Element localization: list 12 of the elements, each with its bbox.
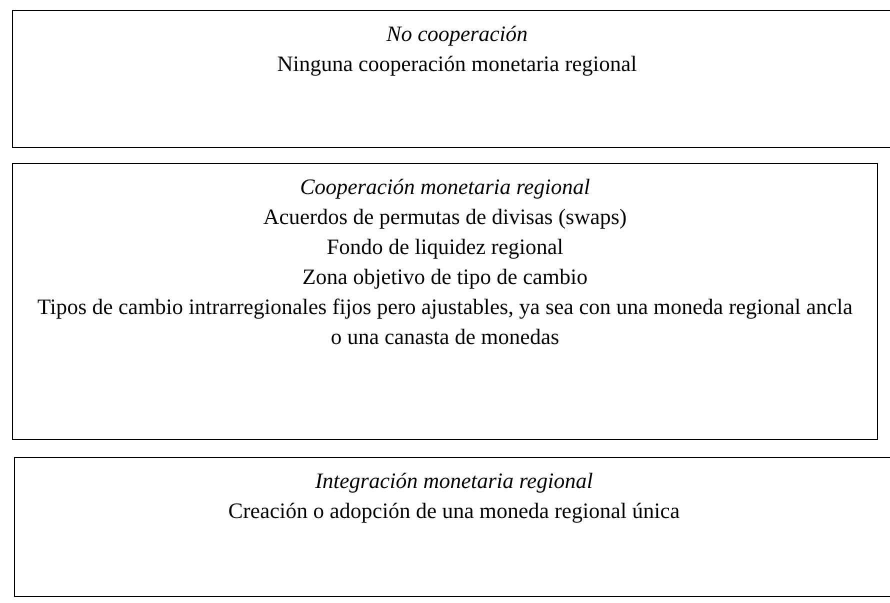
box-heading: Integración monetaria regional (315, 467, 593, 495)
box-text: Fondo de liquidez regional (326, 233, 564, 261)
box-heading: No cooperación (386, 20, 528, 48)
box-text: Ninguna cooperación monetaria regional (277, 50, 637, 78)
box-text: Acuerdos de permutas de divisas (swaps) (263, 203, 627, 231)
box-heading: Cooperación monetaria regional (300, 173, 590, 201)
box-text: Zona objetivo de tipo de cambio (302, 263, 588, 291)
box-text: Tipos de cambio intrarregionales fijos pero ajustables, ya sea con una moneda regional ancla o una canasta de monedas (36, 293, 854, 351)
text-box (12, 163, 878, 440)
text-box (14, 457, 890, 597)
text-box (12, 10, 890, 148)
box-text: Creación o adopción de una moneda regional única (228, 497, 680, 525)
